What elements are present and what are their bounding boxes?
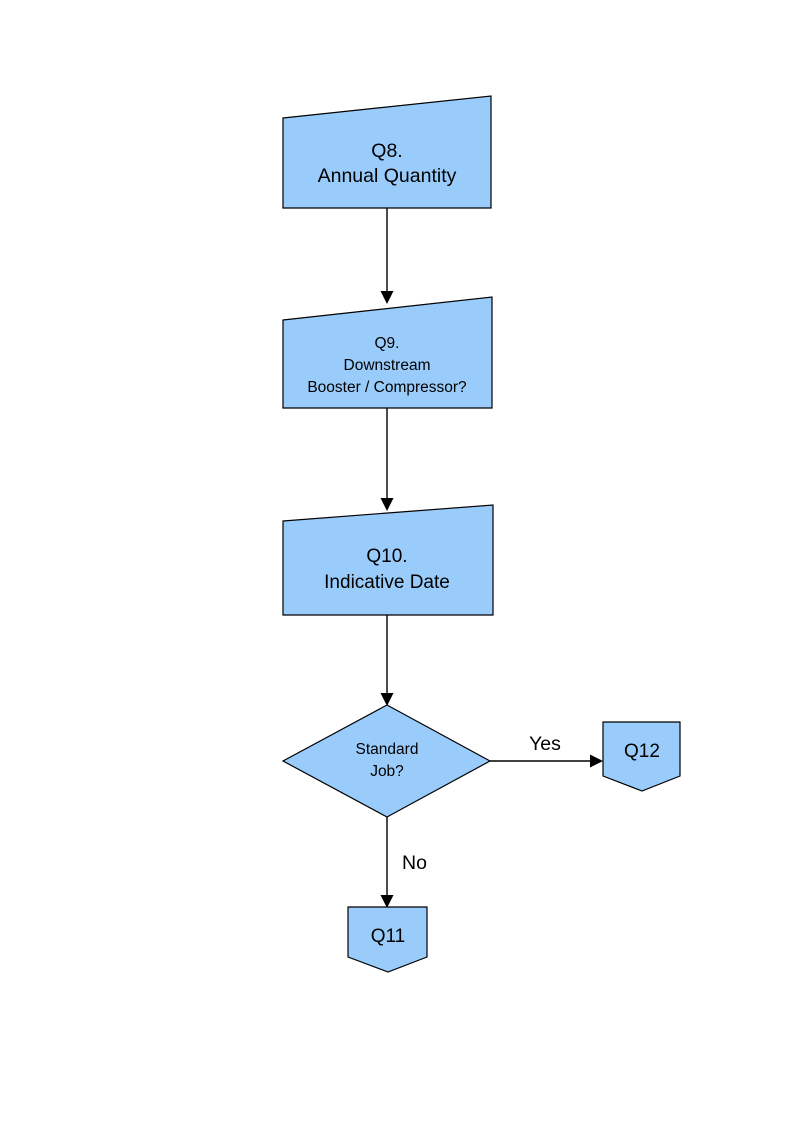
- node-q10[interactable]: Q10. Indicative Date: [282, 504, 494, 616]
- edge-q10-to-decision: [380, 615, 394, 706]
- q9-label-line3: Booster / Compressor?: [307, 379, 467, 396]
- edge-q8-to-q9-arrowhead: [380, 291, 394, 304]
- edge-q10-to-decision-arrowhead: [380, 693, 394, 706]
- q12-shape[interactable]: [602, 721, 681, 792]
- q8-label-line1: Q8.: [371, 140, 402, 162]
- node-q12[interactable]: Q12: [602, 721, 681, 792]
- q10-label-line1: Q10.: [366, 546, 407, 567]
- edge-no-arrowhead: [380, 895, 394, 908]
- edge-decision-no-to-q11: No: [380, 817, 427, 908]
- q12-label: Q12: [624, 741, 660, 762]
- edge-yes-arrowhead: [590, 754, 603, 768]
- q8-shape[interactable]: [282, 95, 492, 209]
- q9-shape[interactable]: [282, 296, 493, 409]
- edge-q8-to-q9: [380, 208, 394, 304]
- q9-label-line1: Q9.: [375, 335, 400, 352]
- decision-label-line1: Standard: [356, 741, 419, 758]
- edge-no-label: No: [402, 852, 427, 874]
- edge-yes-label: Yes: [529, 733, 561, 755]
- q11-label: Q11: [371, 926, 406, 947]
- edge-q9-to-q10-arrowhead: [380, 498, 394, 511]
- node-q9[interactable]: Q9. Downstream Booster / Compressor?: [282, 296, 493, 409]
- edge-q9-to-q10: [380, 408, 394, 511]
- decision-shape[interactable]: [281, 704, 492, 818]
- node-decision-standard-job[interactable]: Standard Job?: [281, 704, 492, 818]
- q11-shape[interactable]: [347, 906, 428, 973]
- q10-shape[interactable]: [282, 504, 494, 616]
- q10-label-line2: Indicative Date: [324, 572, 450, 593]
- node-q8[interactable]: Q8. Annual Quantity: [282, 95, 492, 209]
- q8-label-line2: Annual Quantity: [318, 165, 457, 187]
- decision-label-line2: Job?: [370, 763, 404, 780]
- q9-label-line2: Downstream: [344, 357, 431, 374]
- edge-decision-yes-to-q12: Yes: [490, 733, 603, 768]
- node-q11[interactable]: Q11: [347, 906, 428, 973]
